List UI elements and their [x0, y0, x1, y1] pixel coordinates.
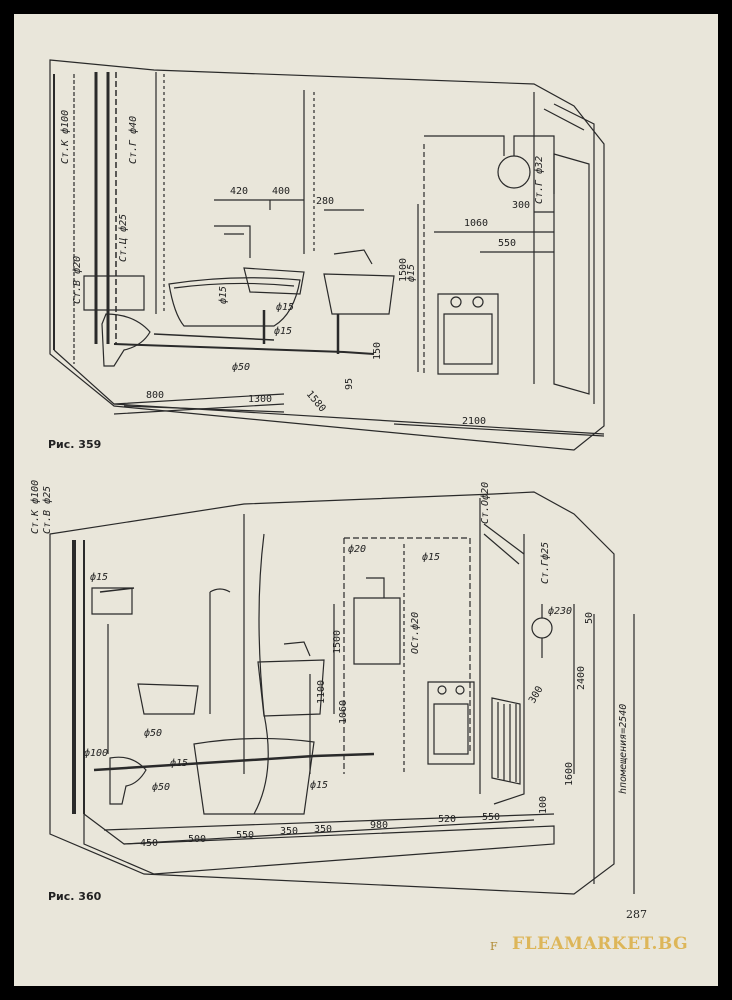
dim-1060: 1060 [464, 218, 488, 229]
label-f50: ф50 [232, 361, 250, 373]
label-st-k-100: Ст.К ф100 [59, 110, 71, 164]
dim-2100: 2100 [462, 416, 486, 427]
dim-280: 280 [316, 196, 334, 207]
label-st-g-32: Ст.Г ф32 [533, 156, 545, 204]
figure-359-caption: Рис. 359 [48, 438, 102, 451]
dim-95: 95 [344, 378, 355, 390]
label-ost-20: ОСт.ф20 [409, 612, 421, 654]
label-st-v-20: Ст.В ф20 [71, 256, 83, 304]
label-f15-d: ф15 [405, 264, 417, 282]
label-st-g-25: Ст.Гф25 [539, 542, 551, 584]
dim-50: 50 [584, 612, 595, 624]
dim-1580: 1580 [304, 389, 328, 415]
dim-300-b: 300 [527, 684, 546, 705]
dim-550: 550 [498, 238, 516, 249]
dim-980: 980 [370, 820, 388, 831]
figure-360-drawing [49, 491, 635, 895]
dim-350-a: 350 [280, 826, 298, 837]
label-st-g-40: Ст.Г ф40 [127, 116, 139, 164]
label-f50-b: ф50 [152, 781, 170, 793]
label-f15-f: ф15 [422, 551, 440, 563]
figure-359-labels: Ст.К ф100 Ст.Г ф40 Ст.Ц ф25 Ст.В ф20 ф15… [59, 110, 545, 427]
dim-1500: 1500 [398, 258, 409, 282]
figure-359-drawing [49, 59, 605, 451]
label-f15-c: ф15 [274, 325, 292, 337]
dim-400: 400 [272, 186, 290, 197]
dim-420: 420 [230, 186, 248, 197]
dim-520: 520 [438, 814, 456, 825]
label-f15-e: ф15 [90, 571, 108, 583]
dim-1500-b: 1500 [332, 630, 343, 654]
label-f15-h: ф15 [310, 779, 328, 791]
label-st-k-100-b: Ст.К ф100 [29, 480, 41, 534]
dim-1100: 1100 [316, 680, 327, 704]
technical-drawings: Ст.К ф100 Ст.Г ф40 Ст.Ц ф25 Ст.В ф20 ф15… [29, 59, 635, 895]
label-f100: ф100 [84, 747, 108, 759]
dim-150: 150 [372, 342, 383, 360]
label-st-ts-25: Ст.Ц ф25 [117, 214, 129, 262]
label-f230: ф230 [548, 605, 572, 617]
label-f50-a: ф50 [144, 727, 162, 739]
label-f15-a: ф15 [217, 286, 229, 304]
dim-500: 500 [188, 834, 206, 845]
dim-100: 100 [538, 796, 549, 814]
watermark-mark: F [490, 940, 498, 953]
dim-800: 800 [146, 390, 164, 401]
book-page: Ст.К ф100 Ст.Г ф40 Ст.Ц ф25 Ст.В ф20 ф15… [14, 14, 718, 986]
dim-300: 300 [512, 200, 530, 211]
label-f15-g: ф15 [170, 757, 188, 769]
figure-360-caption: Рис. 360 [48, 890, 102, 903]
figure-360-labels: Ст.К ф100 Ст.В ф25 ф15 ф20 ф15 Ст.Оф20 С… [29, 480, 629, 849]
label-st-o-20: Ст.Оф20 [479, 482, 491, 524]
label-st-v-25: Ст.В ф25 [41, 486, 53, 534]
dim-1300: 1300 [248, 394, 272, 405]
dim-450: 450 [140, 838, 158, 849]
dim-550-a: 550 [236, 830, 254, 841]
dim-2400: 2400 [576, 666, 587, 690]
dim-550-b: 550 [482, 812, 500, 823]
label-f15-b: ф15 [276, 301, 294, 313]
page-number: 287 [626, 908, 647, 921]
dim-350-b: 350 [314, 824, 332, 835]
label-room-height: hпомещения=2540 [618, 704, 629, 794]
dim-1060-b: 1060 [338, 700, 349, 724]
watermark: FLEAMARKET.BG [512, 934, 689, 954]
dim-1600: 1600 [564, 762, 575, 786]
label-f20-a: ф20 [348, 543, 366, 555]
